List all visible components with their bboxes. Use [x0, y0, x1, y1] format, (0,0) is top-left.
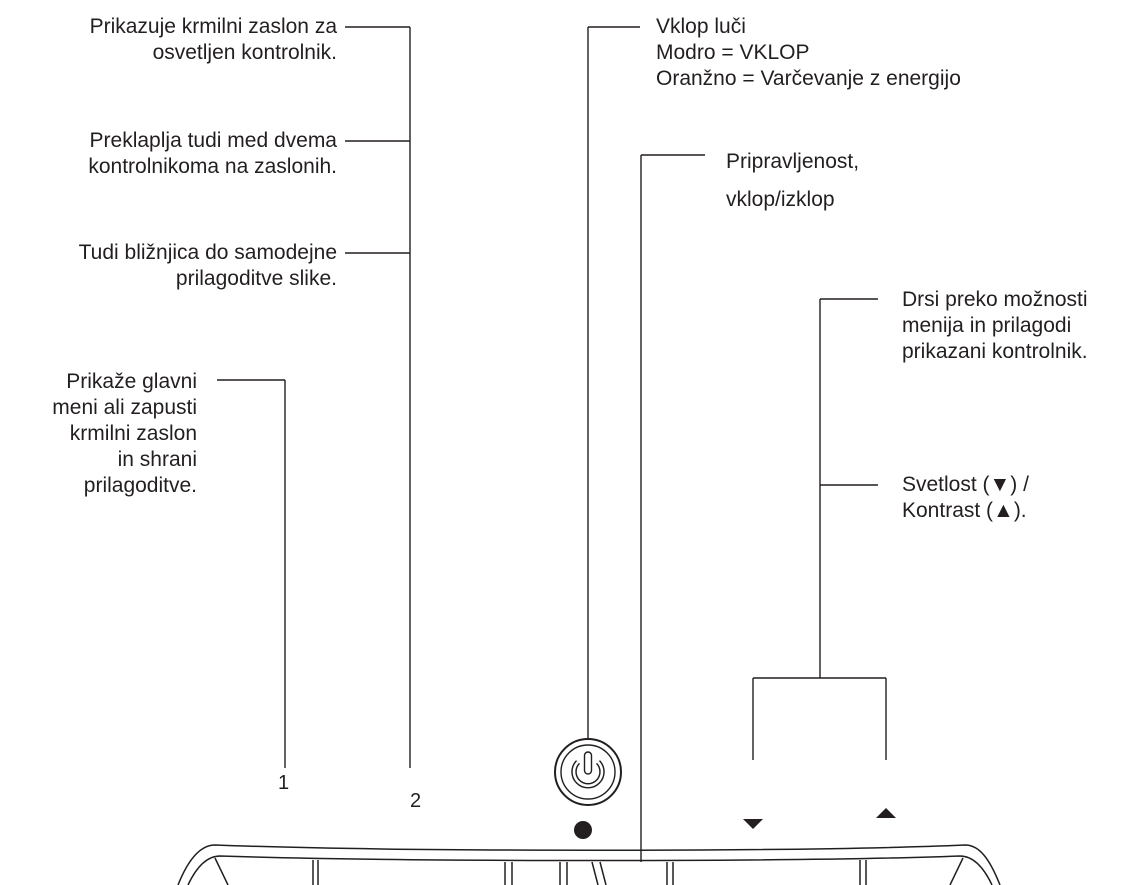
- callout-auto-line1: Tudi bližnjica do samodejne: [78, 241, 337, 264]
- callout-osd-line2: osvetljen kontrolnik.: [152, 41, 337, 64]
- callout-osd-line1: Prikazuje krmilni zaslon za: [89, 15, 337, 38]
- callout-brightness-line2: Kontrast (▲).: [902, 499, 1027, 522]
- callout-brightness: Svetlost (▼) / Kontrast (▲).: [902, 472, 1029, 524]
- callout-toggle-line1: Preklaplja tudi med dvema: [89, 129, 337, 152]
- callout-toggle-line2: kontrolnikoma na zaslonih.: [88, 155, 337, 178]
- callout-power-button-line2: vklop/izklop: [726, 188, 835, 211]
- callout-brightness-line1: Svetlost (▼) /: [902, 473, 1029, 496]
- callout-power-button-line1: Pripravljenost,: [726, 150, 860, 173]
- button-bezel: [177, 844, 1001, 885]
- callout-power-light-line1: Vklop luči: [656, 15, 746, 38]
- callout-button1-line1: Prikaže glavni: [66, 370, 197, 393]
- callout-navigate-line2: menija in prilagodi: [902, 314, 1072, 337]
- callout-button1: Prikaže glavni meni ali zapusti krmilni …: [52, 369, 197, 499]
- callout-auto: Tudi bližnjica do samodejne prilagoditve…: [79, 240, 337, 292]
- callout-toggle: Preklaplja tudi med dvema kontrolnikoma …: [88, 128, 337, 180]
- callout-power-light-line2: Modro = VKLOP: [656, 41, 810, 64]
- callout-auto-line2: prilagoditve slike.: [175, 267, 337, 290]
- callout-button1-line5: prilagoditve.: [83, 474, 197, 497]
- button2-label: 2: [410, 790, 422, 812]
- callout-button1-line3: krmilni zaslon: [69, 422, 197, 445]
- callout-navigate-line1: Drsi preko možnosti: [902, 288, 1088, 311]
- callout-osd: Prikazuje krmilni zaslon za osvetljen ko…: [90, 14, 337, 66]
- callout-navigate: Drsi preko možnosti menija in prilagodi …: [902, 287, 1088, 365]
- callout-button1-line4: in shrani: [117, 448, 197, 471]
- callout-power-light-line3: Oranžno = Varčevanje z energijo: [656, 67, 961, 90]
- callout-button1-line2: meni ali zapusti: [52, 396, 197, 419]
- callout-navigate-line3: prikazani kontrolnik.: [902, 340, 1088, 363]
- down-arrow-icon: [743, 819, 763, 829]
- power-icon: [554, 738, 622, 806]
- up-arrow-icon: [876, 808, 896, 818]
- power-light-dot: [574, 821, 592, 839]
- button1-label: 1: [278, 772, 290, 794]
- callout-power-button: Pripravljenost, vklop/izklop: [726, 143, 859, 219]
- callout-power-light: Vklop luči Modro = VKLOP Oranžno = Varče…: [656, 14, 961, 92]
